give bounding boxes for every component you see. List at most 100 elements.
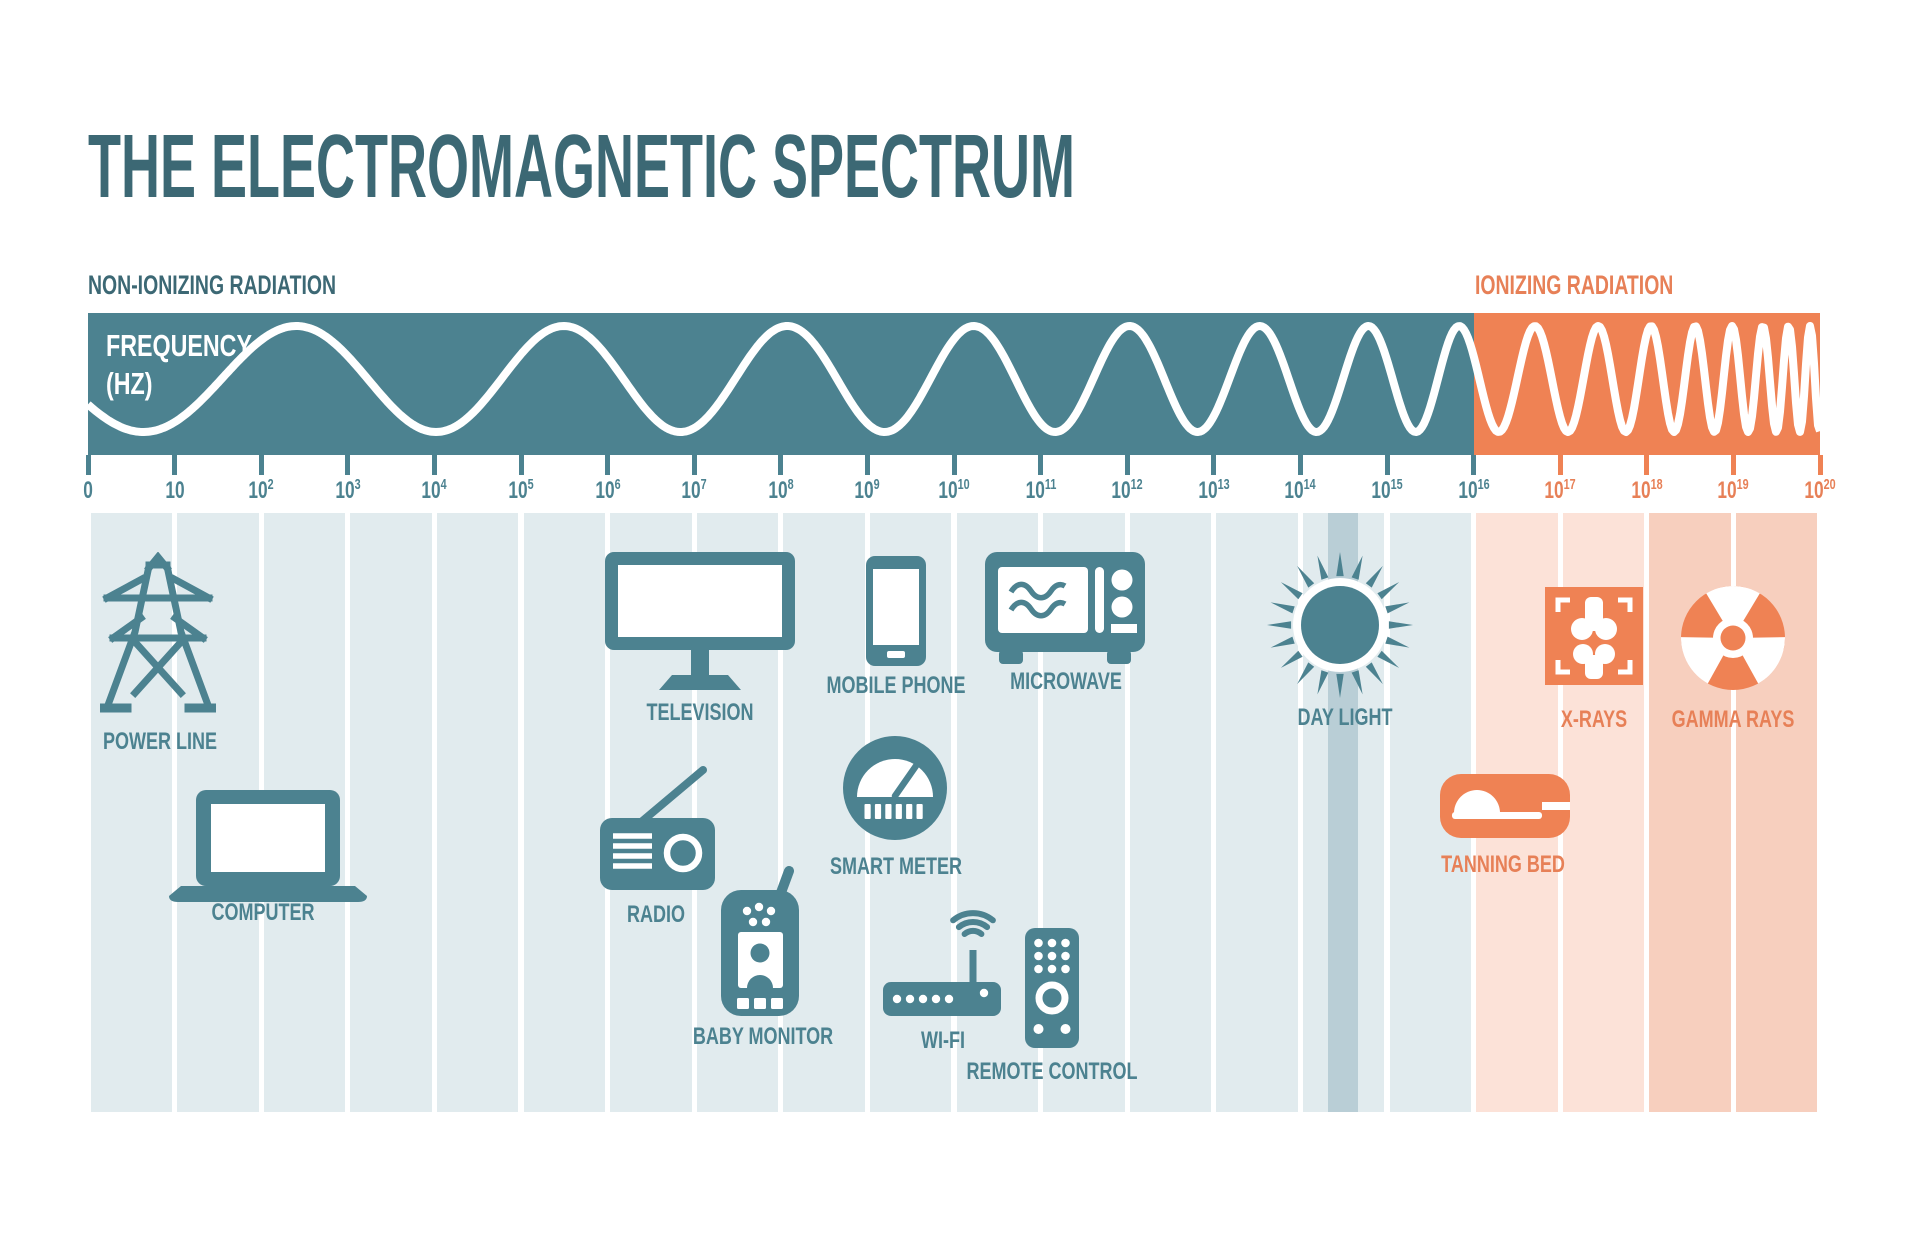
axis-tick [1557, 455, 1563, 475]
axis-tick [1644, 455, 1650, 475]
x-rays-icon [1545, 587, 1643, 685]
axis-tick-label: 102 [249, 476, 274, 505]
item-label-television: TELEVISION [646, 699, 754, 726]
item-television [605, 552, 795, 692]
tanning-bed-icon [1440, 774, 1570, 838]
tick-exponent: 4 [441, 476, 448, 493]
item-power-line [96, 551, 220, 720]
tick-exponent: 7 [700, 476, 707, 493]
tick-base: 10 [854, 477, 874, 504]
tick-exponent: 18 [1650, 476, 1663, 493]
item-wi-fi [883, 908, 1008, 1016]
item-remote-control [1025, 928, 1079, 1048]
page-title: THE ELECTROMAGNETIC SPECTRUM [88, 117, 1076, 217]
item-x-rays [1545, 587, 1643, 685]
tick-exponent: 10 [957, 476, 970, 493]
axis-tick [1817, 455, 1823, 475]
item-computer [168, 790, 368, 902]
axis-tick-label: 108 [768, 476, 793, 505]
tick-exponent: 6 [614, 476, 621, 493]
item-label-remote-control: REMOTE CONTROL [966, 1058, 1138, 1085]
tick-base: 10 [768, 477, 788, 504]
spectrum-column [90, 513, 173, 1112]
axis-tick [1730, 455, 1736, 475]
tick-base: 10 [421, 477, 441, 504]
axis-tick-label: 1014 [1285, 476, 1316, 505]
item-microwave [985, 552, 1145, 664]
item-label-mobile-phone: MOBILE PHONE [826, 672, 966, 699]
axis-tick [1471, 455, 1477, 475]
mobile-phone-icon [866, 556, 926, 666]
item-smart-meter [843, 736, 947, 840]
axis-tick [1038, 455, 1044, 475]
axis-tick-label: 1012 [1112, 476, 1143, 505]
tick-exponent: 8 [787, 476, 794, 493]
item-day-light [1265, 550, 1415, 700]
axis-tick-label: 1019 [1718, 476, 1749, 505]
item-label-radio: RADIO [626, 901, 686, 928]
axis-tick-label: 1020 [1804, 476, 1835, 505]
item-radio [600, 763, 715, 890]
frequency-wave [88, 322, 1820, 436]
tick-base: 10 [1198, 477, 1218, 504]
axis-tick-label: 10 [165, 476, 184, 505]
item-label-computer: COMPUTER [211, 899, 315, 926]
tick-base: 10 [164, 477, 185, 504]
tick-base: 10 [1284, 477, 1304, 504]
frequency-axis-title-line2: (HZ) [106, 366, 153, 401]
axis-tick [1297, 455, 1303, 475]
axis-tick-label: 106 [595, 476, 620, 505]
tick-base: 10 [1457, 477, 1478, 504]
tick-base: 10 [248, 477, 268, 504]
axis-tick [345, 455, 351, 475]
frequency-axis-title: FREQUENCY (HZ) [106, 327, 252, 403]
ionizing-radiation-label: IONIZING RADIATION [1475, 270, 1674, 300]
axis-tick-label: 1016 [1458, 476, 1489, 505]
axis-tick-label: 1011 [1025, 476, 1056, 505]
item-label-microwave: MICROWAVE [1010, 668, 1122, 695]
axis-tick-label: 107 [682, 476, 707, 505]
television-icon [605, 552, 795, 690]
tick-base: 10 [594, 477, 615, 504]
axis-tick [778, 455, 784, 475]
axis-tick [1124, 455, 1130, 475]
tick-exponent: 3 [354, 476, 361, 493]
microwave-icon [985, 552, 1145, 664]
frequency-band: FREQUENCY (HZ) [88, 313, 1820, 455]
item-gamma-rays [1677, 582, 1789, 694]
item-label-x-rays: X-RAYS [1560, 706, 1628, 733]
item-label-day-light: DAY LIGHT [1297, 704, 1393, 731]
item-label-power-line: POWER LINE [102, 728, 218, 755]
tick-base: 0 [83, 477, 93, 504]
axis-tick-label: 1018 [1631, 476, 1662, 505]
axis-tick-label: 1013 [1198, 476, 1229, 505]
frequency-axis-title-line1: FREQUENCY [106, 328, 252, 363]
tick-base: 10 [508, 477, 528, 504]
tick-base: 10 [1631, 477, 1651, 504]
tick-exponent: 13 [1217, 476, 1230, 493]
item-mobile-phone [866, 556, 926, 666]
tick-base: 10 [1544, 477, 1564, 504]
tick-exponent: 19 [1736, 476, 1750, 493]
tick-exponent: 17 [1563, 476, 1576, 493]
tick-exponent: 15 [1390, 476, 1403, 493]
axis-tick [605, 455, 611, 475]
item-label-gamma-rays: GAMMA RAYS [1671, 706, 1795, 733]
tick-exponent: 9 [874, 476, 881, 493]
axis-tick-label: 1017 [1545, 476, 1576, 505]
spectrum-column [523, 513, 606, 1112]
tick-exponent: 14 [1303, 476, 1317, 493]
remote-control-icon [1025, 928, 1079, 1048]
axis-tick [951, 455, 957, 475]
axis-tick [85, 455, 91, 475]
axis-tick-label: 0 [83, 476, 93, 505]
axis-tick [1384, 455, 1390, 475]
radio-icon [600, 766, 715, 890]
axis-tick [1211, 455, 1217, 475]
axis-tick [258, 455, 264, 475]
axis-tick-label: 104 [422, 476, 447, 505]
computer-icon [169, 790, 367, 902]
item-baby-monitor [721, 866, 801, 1016]
axis-tick [172, 455, 178, 475]
tick-exponent: 20 [1823, 476, 1836, 493]
